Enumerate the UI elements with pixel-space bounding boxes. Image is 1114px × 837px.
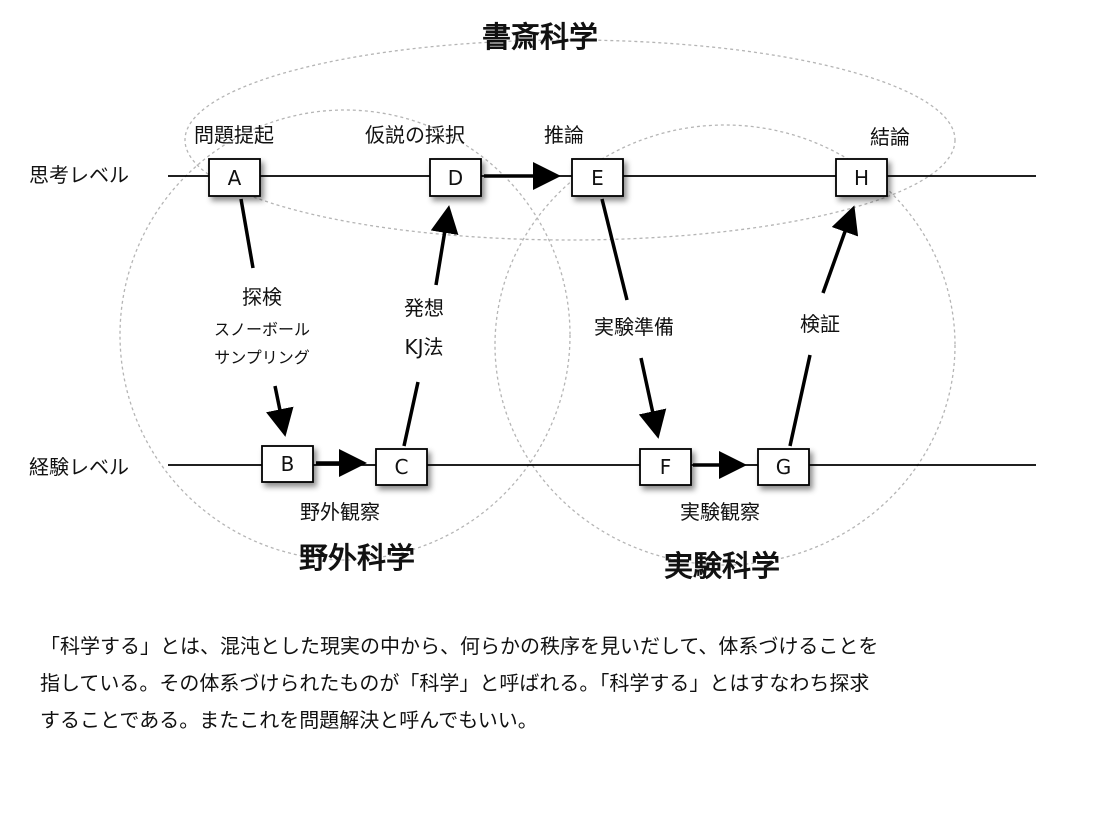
shosai-ellipse: [184, 39, 956, 241]
label-sampling: サンプリング: [214, 348, 310, 367]
node-e: E: [571, 158, 624, 197]
jikken-ellipse: [494, 124, 956, 566]
svg-text:E: E: [591, 166, 604, 190]
svg-text:A: A: [228, 166, 242, 190]
arrow-e-f: [600, 198, 629, 301]
node-f: F: [639, 448, 692, 486]
arrow-g-h: [821, 205, 859, 294]
svg-text:C: C: [395, 455, 409, 479]
arrow-a-b: [239, 198, 255, 269]
title-jikken: 実験科学: [664, 549, 780, 583]
node-a: A: [208, 158, 261, 197]
node-c: C: [375, 448, 428, 486]
label-experience-level: 経験レベル: [29, 455, 129, 479]
node-g: G: [757, 448, 810, 486]
svg-text:H: H: [854, 166, 869, 190]
label-thinking-level: 思考レベル: [29, 163, 129, 187]
paragraph-line-3: することである。またこれを問題解決と呼んでもいい。: [40, 708, 538, 732]
title-yagai: 野外科学: [299, 541, 415, 575]
label-suiron: 推論: [544, 123, 584, 147]
node-h: H: [835, 158, 888, 197]
science-diagram: A D E H B C F G 書斎科学 野外科学 実験科学 思考レベル 経験レ…: [29, 20, 1036, 583]
label-kj-hou: KJ法: [404, 335, 443, 359]
arrow-a-b-lower: [266, 385, 294, 437]
label-ketsuron: 結論: [870, 125, 910, 149]
title-shosai: 書斎科学: [482, 20, 598, 54]
svg-text:D: D: [448, 166, 463, 190]
node-d: D: [429, 158, 482, 197]
node-b: B: [261, 445, 314, 483]
label-kenshou: 検証: [800, 312, 840, 336]
arrow-g-h-lower: [788, 354, 812, 447]
arrow-c-d-lower: [402, 381, 420, 447]
label-kasetsu: 仮説の採択: [365, 123, 465, 147]
paragraph-line-2: 指している。その体系づけられたものが「科学」と呼ばれる。「科学する」とはすなわち…: [40, 671, 870, 695]
yagai-ellipse: [119, 109, 571, 561]
label-tanken: 探検: [242, 285, 282, 309]
label-mondai-teiki: 問題提起: [194, 123, 274, 147]
svg-text:B: B: [281, 452, 295, 476]
paragraph-line-1: 「科学する」とは、混沌とした現実の中から、何らかの秩序を見いだして、体系づけるこ…: [40, 634, 879, 658]
svg-text:F: F: [660, 455, 672, 479]
label-hassou: 発想: [404, 296, 444, 320]
svg-text:G: G: [776, 455, 792, 479]
explanation-paragraph: 「科学する」とは、混沌とした現実の中から、何らかの秩序を見いだして、体系づけるこ…: [40, 628, 1090, 739]
label-jikken-junbi: 実験準備: [594, 315, 674, 339]
arrow-c-d: [430, 205, 459, 286]
label-jikken-kansatsu: 実験観察: [680, 500, 760, 524]
arrow-e-f-lower: [638, 357, 667, 439]
label-snowball: スノーボール: [214, 320, 310, 339]
label-yagai-kansatsu: 野外観察: [300, 500, 380, 524]
